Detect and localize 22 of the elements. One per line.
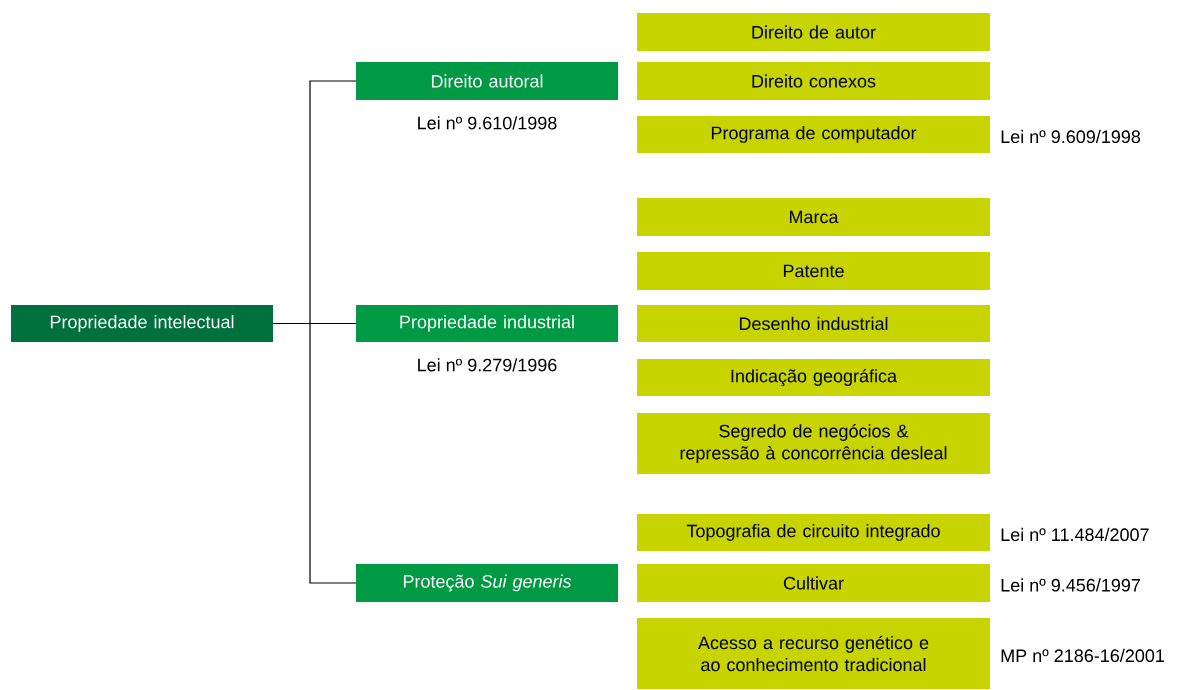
subcategory-box: Acesso a recurso genético e ao conhecimento tradicional <box>637 618 990 689</box>
category-box: Proteção Sui generis <box>356 564 618 602</box>
law-label: MP nº 2186-16/2001 <box>1001 648 1164 663</box>
subcategory-box: Direito de autor <box>637 13 990 51</box>
law-label: Lei nº 9.456/1997 <box>1001 578 1140 592</box>
root-box: Propriedade intelectual <box>11 305 273 342</box>
subcategory-box: Topografia de circuito integrado <box>637 514 990 551</box>
connector-line <box>272 322 357 584</box>
subcategory-box: Desenho industrial <box>637 305 990 342</box>
subcategory-box: Patente <box>637 252 990 290</box>
law-label: Lei nº 9.279/1996 <box>418 358 557 372</box>
law-label: Lei nº 9.609/1998 <box>1001 129 1141 144</box>
subcategory-box: Direito conexos <box>637 62 990 100</box>
subcategory-box: Cultivar <box>637 564 990 602</box>
subcategory-box: Marca <box>637 198 990 236</box>
law-label: Lei nº 11.484/2007 <box>1001 527 1149 542</box>
subcategory-box: Segredo de negócios & repressão à concorrência desleal <box>637 413 990 474</box>
category-box: Direito autoral <box>356 62 618 100</box>
subcategory-box: Indicação geográfica <box>637 359 990 396</box>
subcategory-box: Programa de computador <box>637 116 990 153</box>
category-box: Propriedade industrial <box>356 305 618 342</box>
law-label: Lei nº 9.610/1998 <box>418 116 557 130</box>
